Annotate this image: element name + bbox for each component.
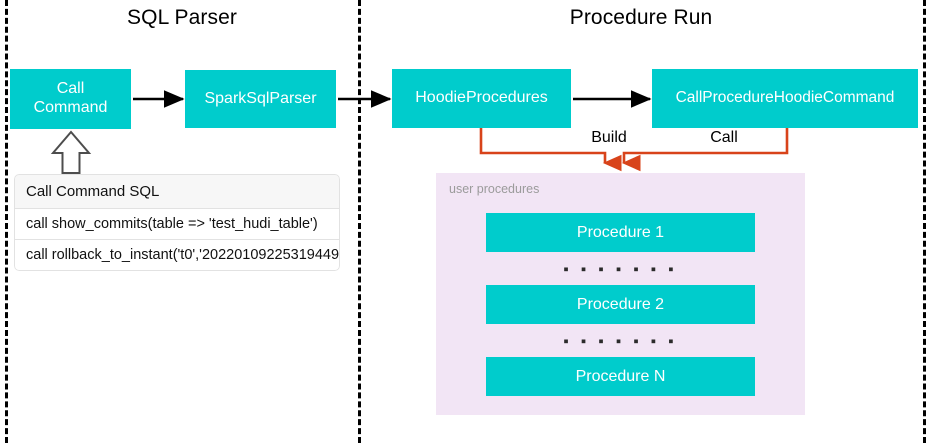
procedure-box[interactable]: Procedure 1	[486, 213, 755, 252]
node-call-command-line2: Command	[33, 99, 108, 116]
edge-label-build: Build	[545, 129, 673, 147]
procedure-box[interactable]: Procedure N	[486, 357, 755, 396]
node-hoodie-procedures-label: HoodieProcedures	[415, 89, 548, 107]
node-call-procedure-hoodie-command-label: CallProcedureHoodieCommand	[675, 89, 895, 107]
procedure-box-label: Procedure 1	[576, 223, 665, 241]
divider-left	[5, 0, 8, 443]
procedure-separator-dots: ▪ ▪ ▪ ▪ ▪ ▪ ▪	[563, 333, 678, 350]
procedure-separator-dots: ▪ ▪ ▪ ▪ ▪ ▪ ▪	[563, 261, 678, 278]
node-call-command[interactable]: Call Command	[10, 69, 131, 129]
hollow-arrow-up-icon	[50, 130, 92, 174]
node-hoodie-procedures[interactable]: HoodieProcedures	[392, 69, 571, 128]
edge-label-call: Call	[665, 129, 783, 147]
divider-right	[923, 0, 926, 443]
user-procedures-panel: user procedures Procedure 1 ▪ ▪ ▪ ▪ ▪ ▪ …	[436, 173, 805, 415]
node-spark-sql-parser[interactable]: SparkSqlParser	[185, 70, 336, 128]
sql-table-header: Call Command SQL	[14, 174, 340, 209]
sql-table-row: call rollback_to_instant('t0','202201092…	[14, 239, 340, 271]
procedure-box-label: Procedure N	[575, 367, 666, 385]
section-title-sql-parser: SQL Parser	[127, 6, 237, 29]
section-title-procedure-run: Procedure Run	[569, 6, 713, 29]
user-procedures-panel-label: user procedures	[449, 182, 540, 196]
divider-middle	[358, 0, 361, 443]
node-spark-sql-parser-label: SparkSqlParser	[204, 89, 317, 107]
procedure-box[interactable]: Procedure 2	[486, 285, 755, 324]
node-call-procedure-hoodie-command[interactable]: CallProcedureHoodieCommand	[652, 69, 918, 128]
call-command-sql-table: Call Command SQL call show_commits(table…	[14, 174, 340, 271]
procedure-box-label: Procedure 2	[576, 295, 665, 313]
node-call-command-line1: Call	[56, 80, 85, 98]
sql-table-row: call show_commits(table => 'test_hudi_ta…	[14, 208, 340, 240]
